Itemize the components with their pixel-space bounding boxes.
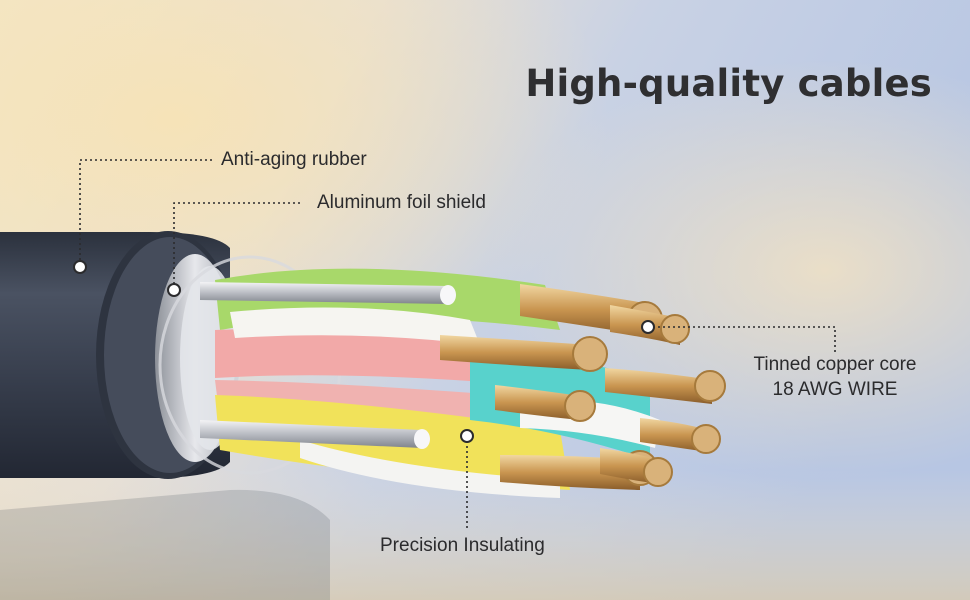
page-title: High-quality cables xyxy=(525,62,932,105)
insulated-wires xyxy=(215,268,660,498)
leader-anti-aging-rubber xyxy=(79,159,212,267)
callout-lines xyxy=(79,159,836,530)
leader-aluminum-foil-shield xyxy=(173,202,300,288)
label-tinned-copper-core: Tinned copper core xyxy=(753,354,917,375)
label-precision-insulating: Precision Insulating xyxy=(380,535,545,556)
dot-aluminum-foil-shield xyxy=(167,283,181,297)
copper-strands xyxy=(440,284,726,490)
label-awg-rating: 18 AWG WIRE xyxy=(772,379,898,400)
label-aluminum-foil-shield: Aluminum foil shield xyxy=(317,192,486,213)
cable-reflection xyxy=(0,489,330,600)
dot-precision-insulating xyxy=(460,429,474,443)
leader-tinned-copper-core xyxy=(648,326,836,352)
callout-dots xyxy=(73,260,655,443)
drain-wires xyxy=(200,282,456,449)
dot-anti-aging-rubber xyxy=(73,260,87,274)
label-anti-aging-rubber: Anti-aging rubber xyxy=(221,149,367,170)
dot-tinned-copper-core xyxy=(641,320,655,334)
